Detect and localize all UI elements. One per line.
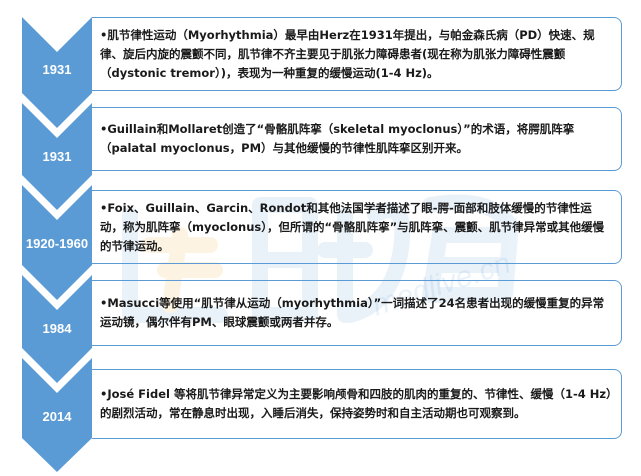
entry-text: •José Fidel 等将肌节律异常定义为主要影响颅骨和四肢的肌肉的重复的、节… [100, 387, 612, 420]
entry-text: •Guillain和Mollaret创造了“骨骼肌阵挛（skeletal myo… [100, 122, 575, 155]
entry-text: •Masucci等使用“肌节律从运动（myorhythmia）”一词描述了24名… [100, 296, 605, 329]
chevron-1920-1960 [22, 185, 92, 300]
chevron-1931-a [22, 17, 92, 128]
timeline-entry-1920-1960: •Foix、Guillain、Garcin、Rondot和其他法国学者描述了眼-… [92, 190, 622, 264]
year-label: 1931 [42, 149, 72, 164]
chevron-2014 [22, 358, 92, 472]
timeline-entry-2014: •José Fidel 等将肌节律异常定义为主要影响颅骨和四肢的肌肉的重复的、节… [92, 369, 622, 439]
timeline-entry-1931-myorhythmia: •肌节律性运动（Myorhythmia）最早由Herz在1931年提出，与帕金森… [92, 17, 622, 91]
year-label: 1920-1960 [25, 236, 89, 251]
year-label: 1931 [42, 62, 72, 77]
entry-text: •肌节律性运动（Myorhythmia）最早由Herz在1931年提出，与帕金森… [100, 27, 595, 80]
timeline-entry-1931-skeletal-myoclonus: •Guillain和Mollaret创造了“骨骼肌阵挛（skeletal myo… [92, 107, 622, 171]
chevron-1984 [22, 275, 92, 383]
timeline-entry-1984: •Masucci等使用“肌节律从运动（myorhythmia）”一词描述了24名… [92, 280, 622, 346]
chevron-1931-b [22, 103, 92, 210]
entry-text: •Foix、Guillain、Garcin、Rondot和其他法国学者描述了眼-… [100, 200, 605, 253]
year-label: 1984 [42, 321, 72, 336]
year-label: 2014 [42, 409, 72, 424]
